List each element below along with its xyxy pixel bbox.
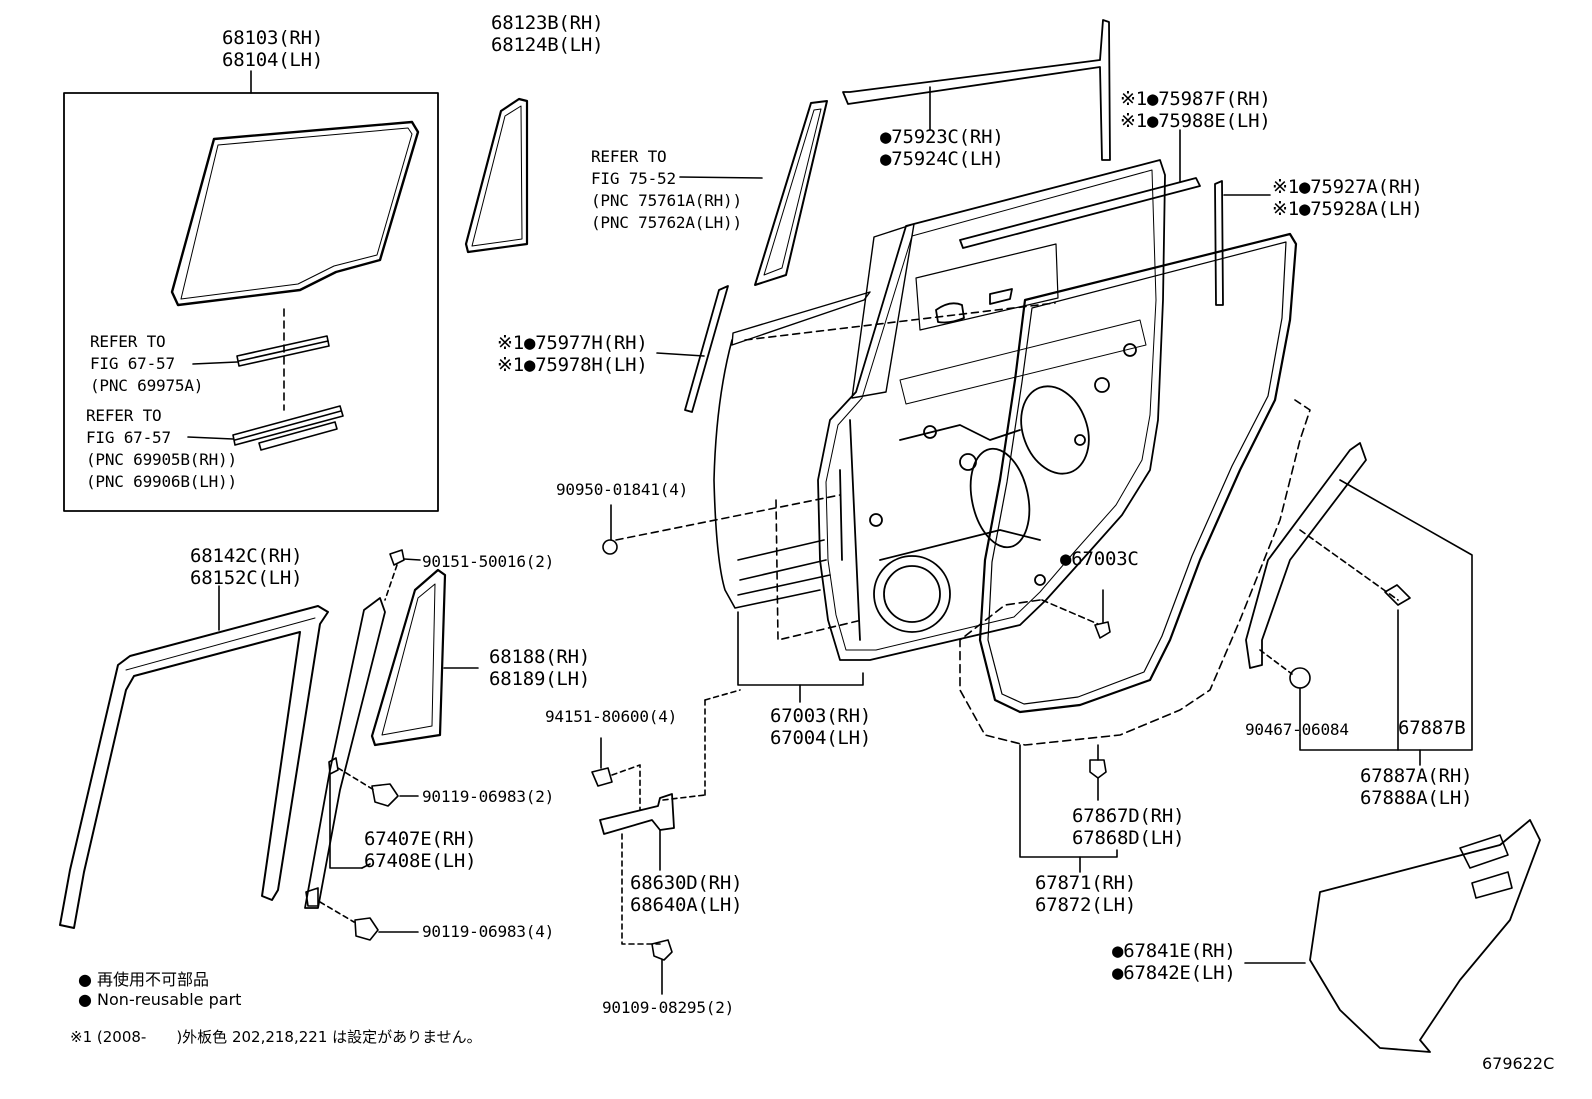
garnish-67887 xyxy=(1245,442,1367,669)
label-90119-b: 90119-06983(4) xyxy=(422,922,555,941)
label-68104: 68104(LH) xyxy=(222,49,324,71)
label-75928a: ※1●75928A(LH) xyxy=(1272,198,1423,220)
label-75924c: ●75924C(LH) xyxy=(880,148,1004,170)
service-cover-67841e xyxy=(1309,819,1541,1053)
label-68640a: 68640A(LH) xyxy=(630,894,743,916)
figure-id: 679622C xyxy=(1482,1054,1555,1073)
ref-69975a-line2: FIG 67-57 xyxy=(90,354,175,373)
label-75977h: ※1●75977H(RH) xyxy=(497,332,648,354)
label-67888a: 67888A(LH) xyxy=(1360,787,1473,809)
quarter-glass-68188 xyxy=(370,568,447,747)
door-outer-panel xyxy=(713,291,871,609)
ref-69905b-line4: (PNC 69906B(LH)) xyxy=(86,472,237,491)
door-shell-67003 xyxy=(817,159,1166,661)
label-68142c: 68142C(RH) xyxy=(190,545,303,567)
door-glass-68103 xyxy=(170,120,420,307)
label-67003c: ●67003C xyxy=(1060,548,1139,570)
ref-69975a-line1: REFER TO xyxy=(90,332,166,351)
grommet-90950 xyxy=(602,504,618,555)
ref-75761a-line4: (PNC 75762A(LH)) xyxy=(591,213,742,232)
weatherstrip-67871 xyxy=(978,232,1298,714)
rear-channel-67407e xyxy=(304,597,386,909)
label-68188: 68188(RH) xyxy=(489,646,591,668)
label-67408e: 67408E(LH) xyxy=(364,850,477,872)
label-67868d: 67868D(LH) xyxy=(1072,827,1185,849)
bolt-90109 xyxy=(651,939,673,995)
label-90119-a: 90119-06983(2) xyxy=(422,787,555,806)
dash-strip xyxy=(744,302,1056,341)
legend-nonreusable-en: ● Non-reusable part xyxy=(78,990,242,1009)
strip-75927a xyxy=(1214,180,1224,306)
label-68630d: 68630D(RH) xyxy=(630,872,743,894)
weatherstrip-75923c xyxy=(842,19,1111,161)
label-67842e: ●67842E(LH) xyxy=(1112,962,1236,984)
label-90950: 90950-01841(4) xyxy=(556,480,689,499)
channel-69905b xyxy=(232,405,344,451)
ref-69905b-line1: REFER TO xyxy=(86,406,162,425)
label-68123b: 68123B(RH) xyxy=(491,12,604,34)
legend-nonreusable-jp: ● 再使用不可部品 xyxy=(78,970,210,989)
label-75927a: ※1●75927A(RH) xyxy=(1272,176,1423,198)
label-67871: 67871(RH) xyxy=(1035,872,1137,894)
ref-69905b-line2: FIG 67-57 xyxy=(86,428,171,447)
label-75988e: ※1●75988E(LH) xyxy=(1120,110,1271,132)
bolt-90119-b xyxy=(319,901,419,941)
label-90109: 90109-08295(2) xyxy=(602,998,735,1017)
label-67887b: 67887B xyxy=(1398,717,1466,739)
belt-moulding-75987f xyxy=(959,177,1201,249)
clip-90467 xyxy=(1259,649,1311,736)
label-67872: 67872(LH) xyxy=(1035,894,1137,916)
ref-75761a-line3: (PNC 75761A(RH)) xyxy=(591,191,742,210)
label-75923c: ●75923C(RH) xyxy=(880,126,1004,148)
clip-67003c xyxy=(1094,589,1111,639)
bolt-90119-a xyxy=(337,767,419,807)
pillar-garnish xyxy=(754,100,828,286)
dashed-weatherstrip xyxy=(959,399,1311,746)
label-68103: 68103(RH) xyxy=(222,27,324,49)
label-75978h: ※1●75978H(LH) xyxy=(497,354,648,376)
label-75987f: ※1●75987F(RH) xyxy=(1120,88,1271,110)
run-channel-68142c xyxy=(59,605,329,929)
ref-69905b-line3: (PNC 69905B(RH)) xyxy=(86,450,237,469)
strip-75977h xyxy=(684,285,729,413)
inset-box xyxy=(63,92,439,512)
label-68152c: 68152C(LH) xyxy=(190,567,303,589)
screw-90151 xyxy=(384,549,421,601)
label-68124b: 68124B(LH) xyxy=(491,34,604,56)
label-94151: 94151-80600(4) xyxy=(545,707,678,726)
ref-75761a-line1: REFER TO xyxy=(591,147,667,166)
ref-69975a-line3: (PNC 69975A) xyxy=(90,376,204,395)
label-67003: 67003(RH) xyxy=(770,705,872,727)
footnote-color: ※1 (2008- )外板色 202,218,221 は設定がありません。 xyxy=(70,1028,482,1046)
label-90467: 90467-06084 xyxy=(1245,720,1349,739)
clip-67867d xyxy=(1089,744,1107,801)
label-67867d: 67867D(RH) xyxy=(1072,805,1185,827)
label-67887a: 67887A(RH) xyxy=(1360,765,1473,787)
quarter-glass-68123b xyxy=(464,97,529,254)
door-check-68630d xyxy=(591,689,741,945)
label-67841e: ●67841E(RH) xyxy=(1112,940,1236,962)
label-67407e: 67407E(RH) xyxy=(364,828,477,850)
label-90151: 90151-50016(2) xyxy=(422,552,555,571)
label-67004: 67004(LH) xyxy=(770,727,872,749)
label-68189: 68189(LH) xyxy=(489,668,591,690)
channel-69975a xyxy=(236,335,330,367)
ref-75761a-line2: FIG 75-52 xyxy=(591,169,676,188)
